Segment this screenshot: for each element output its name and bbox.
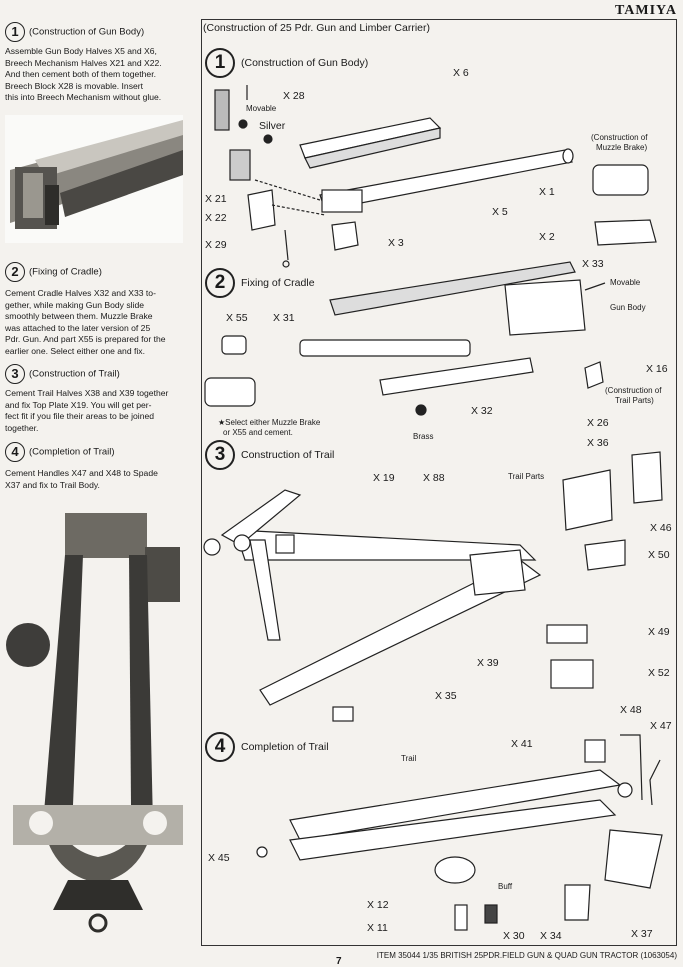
page-number: 7 <box>336 956 342 967</box>
label-x39: X 39 <box>477 657 499 669</box>
label-x5: X 5 <box>492 206 508 218</box>
label-x1: X 1 <box>539 186 555 198</box>
label-x28: X 28 <box>283 90 305 102</box>
note-trail-parts-2: Trail Parts) <box>615 396 654 405</box>
label-x34: X 34 <box>540 930 562 942</box>
label-x16: X 16 <box>646 363 668 375</box>
label-x88: X 88 <box>423 472 445 484</box>
label-gun-body: Gun Body <box>610 303 646 312</box>
label-trail: Trail <box>401 754 417 763</box>
label-x33: X 33 <box>582 258 604 270</box>
note-trail-parts: (Construction of <box>605 386 662 395</box>
label-x12: X 12 <box>367 899 389 911</box>
step-1-text: Assemble Gun Body Halves X5 and X6,Breec… <box>5 46 162 103</box>
label-x22: X 22 <box>205 212 227 224</box>
panel-header: (Construction of 25 Pdr. Gun and Limber … <box>203 22 431 34</box>
label-x47: X 47 <box>650 720 672 732</box>
label-x21: X 21 <box>205 193 227 205</box>
note-select-2: or X55 and cement. <box>223 428 293 437</box>
step-1-heading: 1 (Construction of Gun Body) <box>5 22 144 42</box>
step-title: (Construction of Gun Body) <box>29 26 145 38</box>
label-x35: X 35 <box>435 690 457 702</box>
label-x45: X 45 <box>208 852 230 864</box>
label-x32: X 32 <box>471 405 493 417</box>
step-4-heading: 4(Completion of Trail) <box>5 442 115 462</box>
note-select: ★Select either Muzzle Brake <box>218 418 321 427</box>
label-x36: X 36 <box>587 437 609 449</box>
label-x41: X 41 <box>511 738 533 750</box>
label-x26: X 26 <box>587 417 609 429</box>
note-muzzle-brake-2: Muzzle Brake) <box>596 143 648 152</box>
label-x6: X 6 <box>453 67 469 79</box>
label-x19: X 19 <box>373 472 395 484</box>
brand-logo: TAMIYA <box>614 3 677 18</box>
label-x31: X 31 <box>273 312 295 324</box>
label-x30: X 30 <box>503 930 525 942</box>
label-x52: X 52 <box>648 667 670 679</box>
trail-photo <box>3 505 190 935</box>
section-1-heading: 1(Construction of Gun Body) <box>205 48 368 78</box>
label-brass: Brass <box>413 432 434 441</box>
label-movable: Movable <box>246 104 277 113</box>
label-x50: X 50 <box>648 549 670 561</box>
label-x11: X 11 <box>367 922 388 934</box>
label-x48: X 48 <box>620 704 642 716</box>
step-3-heading: 3(Construction of Trail) <box>5 364 120 384</box>
label-x49: X 49 <box>648 626 670 638</box>
label-x29: X 29 <box>205 239 227 251</box>
step-3-text: Cement Trail Halves X38 and X39 together… <box>5 388 169 433</box>
note-muzzle-brake: (Construction of <box>591 133 648 142</box>
step-number: 1 <box>5 22 25 42</box>
label-silver: Silver <box>259 120 286 132</box>
label-buff: Buff <box>498 882 513 891</box>
instruction-column: 1 (Construction of Gun Body) Assemble Gun… <box>0 0 192 965</box>
label-x2: X 2 <box>539 231 555 243</box>
label-x37: X 37 <box>631 928 653 940</box>
step-2-heading: 2(Fixing of Cradle) <box>5 262 102 282</box>
footer-item: ITEM 35044 1/35 BRITISH 25PDR.FIELD GUN … <box>376 951 677 960</box>
label-movable-2: Movable <box>610 278 641 287</box>
label-x3: X 3 <box>388 237 404 249</box>
step-2-text: Cement Cradle Halves X32 and X33 to-geth… <box>5 288 166 356</box>
label-trail-parts: Trail Parts <box>508 472 545 481</box>
diagram-panel <box>201 19 677 946</box>
label-x46: X 46 <box>650 522 672 534</box>
gun-body-photo <box>5 115 183 243</box>
label-x55: X 55 <box>226 312 248 324</box>
